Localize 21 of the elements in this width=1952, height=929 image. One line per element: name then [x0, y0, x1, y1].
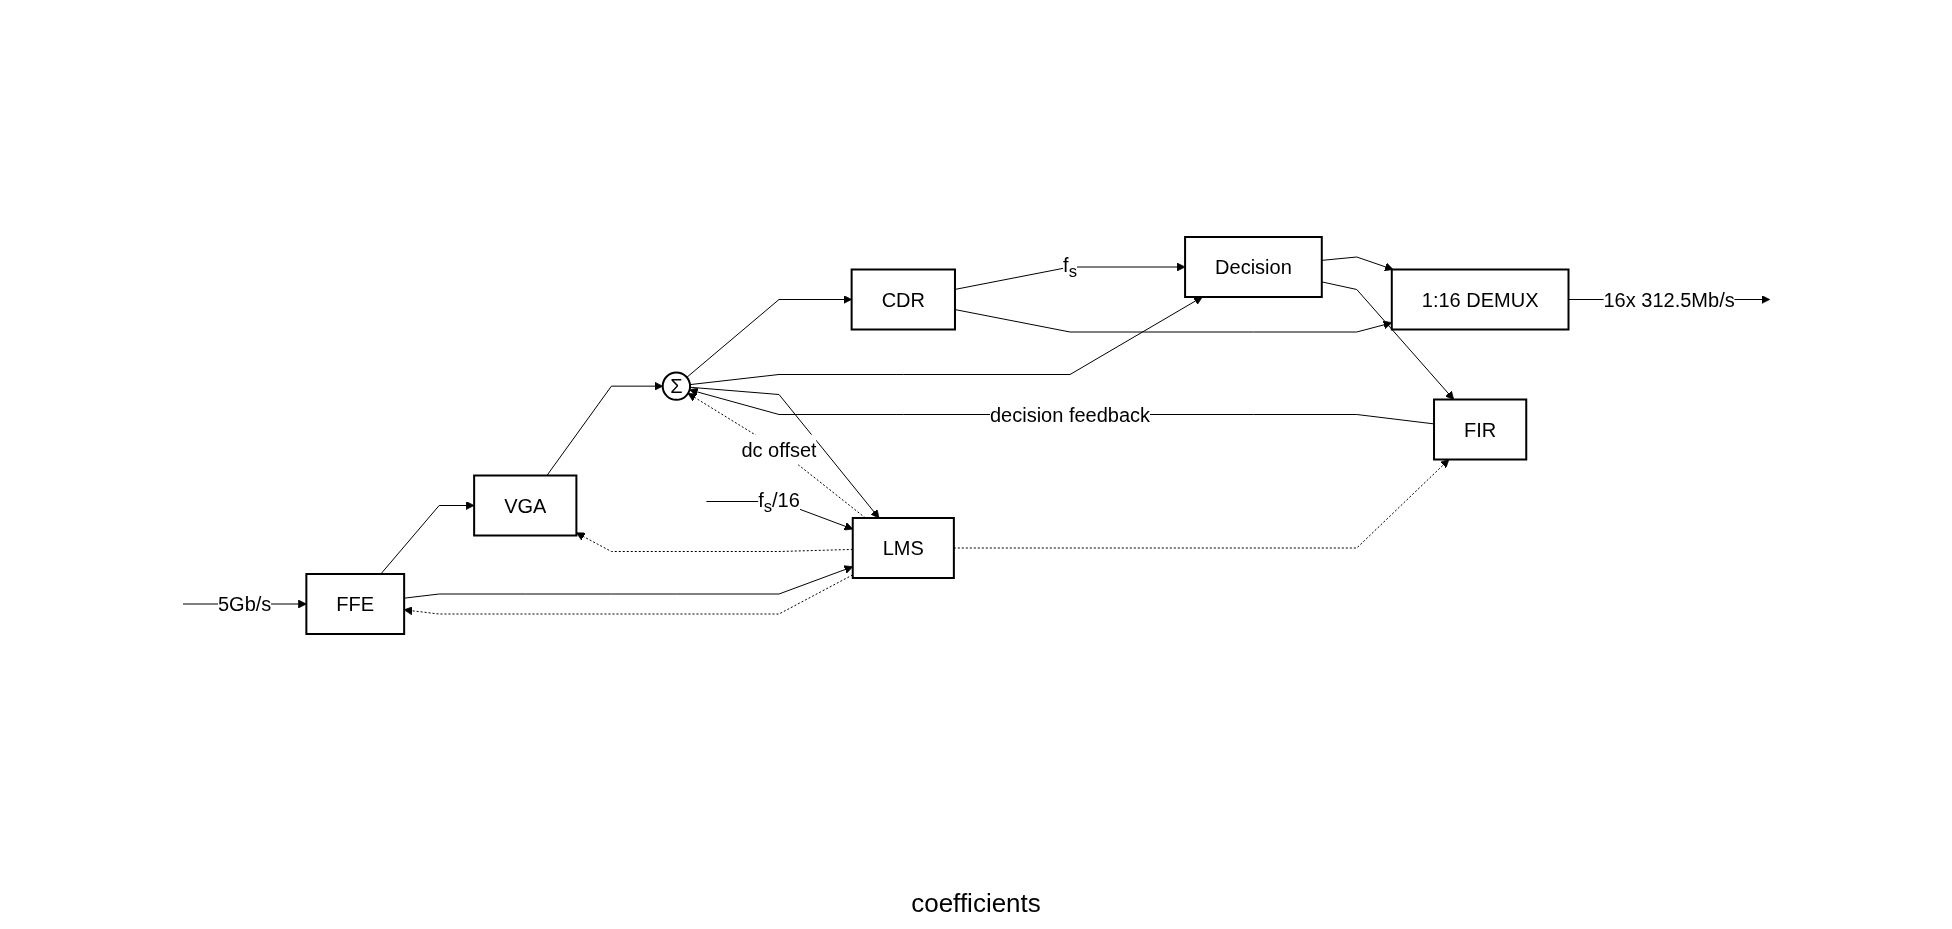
- arrow: [686, 294, 852, 378]
- note-text: coefficients: [911, 888, 1041, 918]
- node-box: FIR: [1432, 398, 1527, 460]
- node-box: FFE: [305, 572, 405, 635]
- arrow: [689, 296, 1203, 385]
- arrow: [403, 573, 853, 615]
- edge-label: dc offset: [741, 438, 817, 460]
- node-circle: Σ: [661, 370, 691, 401]
- node-box: 1:16 DEMUX: [1390, 268, 1570, 330]
- arrow: [954, 308, 1392, 332]
- node-box: CDR: [850, 268, 956, 330]
- edge-label: f$_{s}$/16: [757, 488, 800, 515]
- node-box: Decision: [1183, 235, 1323, 298]
- edge-label: 5Gb/s: [217, 592, 271, 615]
- arrow: [403, 564, 853, 599]
- edge-label: f$_{s}$: [1062, 253, 1077, 281]
- edge-label: decision feedback: [989, 403, 1150, 425]
- node-box: LMS: [851, 516, 955, 579]
- arrow: [546, 381, 663, 476]
- edge-label: 16x 312.5Mb/s: [1603, 288, 1735, 310]
- node-box: VGA: [472, 474, 578, 536]
